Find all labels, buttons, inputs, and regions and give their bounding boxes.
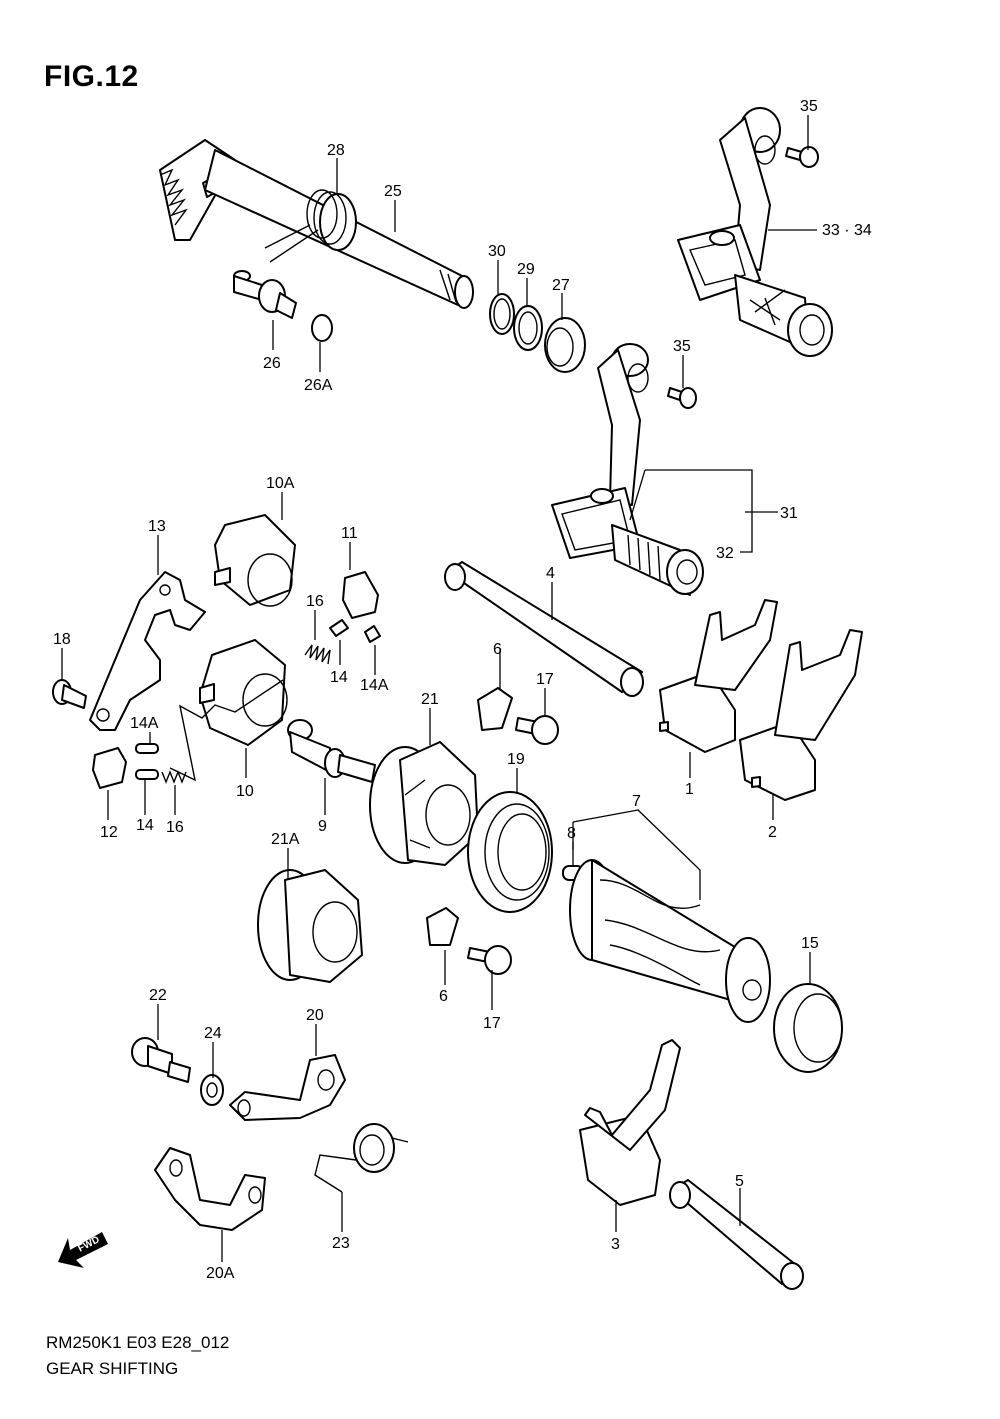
gearshift-cam-drum-part bbox=[569, 859, 771, 1023]
callout-27: 27 bbox=[552, 277, 570, 294]
callout-31: 31 bbox=[780, 505, 798, 522]
fork-shaft-4-part bbox=[444, 561, 644, 697]
callout-8: 8 bbox=[567, 825, 576, 842]
spring-16-lower-part bbox=[161, 770, 187, 784]
callout-14: 14 bbox=[330, 669, 348, 686]
lever-bolt-upper-part bbox=[785, 146, 819, 168]
callout-11: 11 bbox=[341, 525, 358, 542]
cam-stopper-10-part bbox=[199, 639, 288, 746]
gearshift-lever-lower-part bbox=[551, 343, 704, 596]
spring-23-part bbox=[314, 1123, 409, 1193]
callout-21: 21 bbox=[421, 691, 439, 708]
cam-guide-6-upper-part bbox=[477, 687, 513, 731]
callout-33-34: 33 · 34 bbox=[822, 222, 872, 239]
callout-22: 22 bbox=[149, 987, 167, 1004]
callout-9: 9 bbox=[318, 818, 327, 835]
callout-20a: 20A bbox=[206, 1265, 235, 1282]
callout-17: 17 bbox=[536, 671, 554, 688]
callout-25: 25 bbox=[384, 183, 402, 200]
callout-28: 28 bbox=[327, 142, 345, 159]
bolt-9-part bbox=[287, 719, 376, 783]
leader-bracket bbox=[169, 679, 284, 782]
callout-2: 2 bbox=[768, 824, 777, 841]
callout-26: 26 bbox=[263, 355, 281, 372]
callout-1: 1 bbox=[685, 781, 694, 798]
spring-16-upper-part bbox=[304, 644, 331, 665]
callout-10: 10 bbox=[236, 783, 254, 800]
fwd-arrow-icon: FWD bbox=[58, 1232, 108, 1268]
pin-14a-upper-part bbox=[364, 625, 381, 643]
diagram-name: GEAR SHIFTING bbox=[46, 1359, 179, 1378]
callout-35-lower: 35 bbox=[673, 338, 691, 355]
callout-23: 23 bbox=[332, 1235, 350, 1252]
cam-stopper-20-part bbox=[229, 1054, 346, 1121]
shift-fork-3-part bbox=[579, 1039, 681, 1206]
figure-title: FIG.12 bbox=[44, 60, 139, 93]
leader-lines bbox=[61, 115, 817, 1262]
callout-19: 19 bbox=[507, 751, 525, 768]
callout-4: 4 bbox=[546, 565, 555, 582]
screw-17-lower-part bbox=[467, 945, 512, 975]
cam-stopper-10a-part bbox=[214, 514, 296, 607]
callout-18: 18 bbox=[53, 631, 71, 648]
stopper-12-part bbox=[92, 747, 127, 789]
callout-5: 5 bbox=[735, 1173, 744, 1190]
callout-26a: 26A bbox=[304, 377, 333, 394]
cam-stopper-11-part bbox=[342, 571, 379, 619]
spring-stopper-bolt-part bbox=[233, 270, 297, 319]
callout-12: 12 bbox=[100, 824, 118, 841]
callout-6: 6 bbox=[493, 641, 502, 658]
callout-17-lower: 17 bbox=[483, 1015, 501, 1032]
washer-29-part bbox=[513, 305, 543, 351]
callout-30: 30 bbox=[488, 243, 506, 260]
callout-labels: 35 33 · 34 28 25 30 29 27 26 26A 35 31 3… bbox=[53, 98, 872, 1282]
circlip-part bbox=[489, 293, 515, 335]
fork-shaft-5-part bbox=[669, 1179, 804, 1290]
bearing-15-part bbox=[773, 983, 843, 1073]
callout-35: 35 bbox=[800, 98, 818, 115]
pin-14-part bbox=[329, 619, 349, 637]
screw-17-upper-part bbox=[515, 715, 559, 745]
gearshift-lever-upper-part bbox=[677, 107, 833, 357]
return-spring-part bbox=[264, 189, 357, 263]
callout-3: 3 bbox=[611, 1236, 620, 1253]
diagram-code: RM250K1 E03 E28_012 bbox=[46, 1333, 230, 1352]
shift-fork-2-part bbox=[739, 629, 863, 801]
cam-stopper-20a-part bbox=[154, 1147, 266, 1231]
callout-16-lower: 16 bbox=[166, 819, 184, 836]
pin-14a-lower-part bbox=[135, 743, 159, 754]
callout-24: 24 bbox=[204, 1025, 222, 1042]
callout-32: 32 bbox=[716, 545, 734, 562]
washer-part bbox=[311, 314, 333, 342]
callout-10a: 10A bbox=[266, 475, 295, 492]
cam-stopper-plate-part bbox=[89, 571, 206, 731]
callout-15: 15 bbox=[801, 935, 819, 952]
screw-18-part bbox=[52, 679, 87, 709]
cam-guide-6-lower-part bbox=[426, 907, 459, 946]
lever-bolt-lower-part bbox=[667, 387, 697, 409]
callout-14a-lower: 14A bbox=[130, 715, 159, 732]
shift-fork-1-part bbox=[659, 599, 778, 753]
callout-6-lower: 6 bbox=[439, 988, 448, 1005]
washer-24-part bbox=[200, 1074, 224, 1106]
callout-20: 20 bbox=[306, 1007, 324, 1024]
callout-14-lower: 14 bbox=[136, 817, 154, 834]
pin-14-lower-part bbox=[135, 769, 159, 780]
bolt-22-part bbox=[131, 1037, 191, 1083]
callout-29: 29 bbox=[517, 261, 535, 278]
bearing-19-part bbox=[467, 791, 553, 913]
callout-21a: 21A bbox=[271, 831, 300, 848]
gearshift-shaft-part bbox=[159, 139, 474, 309]
gear-cam-21a-part bbox=[257, 869, 363, 983]
callout-14a: 14A bbox=[360, 677, 389, 694]
callout-13: 13 bbox=[148, 518, 166, 535]
gear-cam-21-part bbox=[369, 741, 479, 866]
callout-16: 16 bbox=[306, 593, 324, 610]
callout-7: 7 bbox=[632, 793, 641, 810]
oil-seal-part bbox=[544, 317, 586, 373]
